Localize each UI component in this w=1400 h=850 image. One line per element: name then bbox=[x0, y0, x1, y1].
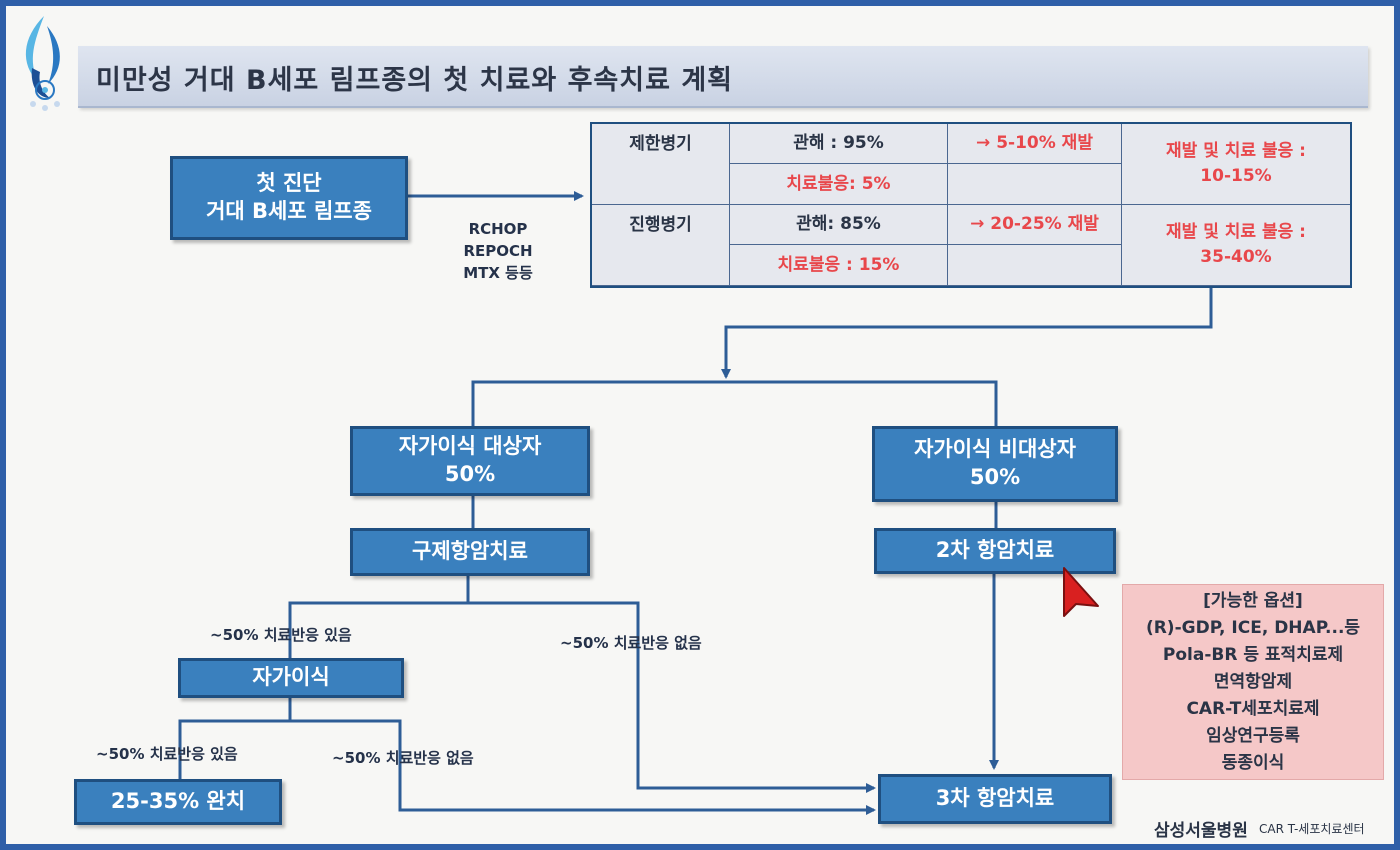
node-initial-diagnosis-line1: 첫 진단 bbox=[256, 171, 322, 196]
table-cell-refractory-advanced: 치료불응 : 15% bbox=[730, 245, 948, 286]
table-cell-refractory-limited: 치료불응: 5% bbox=[730, 164, 948, 205]
option-item-targeted: Pola-BR 등 표적치료제 bbox=[1162, 644, 1344, 665]
regimen-mtx: MTX 등등 bbox=[463, 264, 533, 282]
table-cell-relapse-advanced: → 20-25% 재발 bbox=[948, 205, 1122, 245]
node-asct-eligible: 자가이식 대상자 50% bbox=[350, 426, 590, 496]
arrow-asct-no-response bbox=[290, 719, 876, 815]
options-title: [가능한 옵션] bbox=[1203, 590, 1303, 611]
node-asct-ineligible-line2: 50% bbox=[969, 465, 1021, 489]
table-cell-remission-advanced: 관해: 85% bbox=[730, 205, 948, 245]
option-item-chemo: (R)-GDP, ICE, DHAP...등 bbox=[1145, 617, 1361, 638]
first-line-regimens: RCHOP REPOCH MTX 등등 bbox=[436, 218, 560, 284]
hospital-flame-logo-icon bbox=[25, 16, 60, 111]
flow-connectors bbox=[178, 191, 1213, 815]
node-asct-eligible-line1: 자가이식 대상자 bbox=[398, 434, 542, 459]
options-box: [가능한 옵션] (R)-GDP, ICE, DHAP...등 Pola-BR … bbox=[1122, 584, 1384, 780]
label-salvage-response-no: ~50% 치료반응 없음 bbox=[560, 634, 702, 652]
arrow-salvage-no-response bbox=[468, 601, 876, 793]
node-initial-diagnosis: 첫 진단 거대 B세포 림프종 bbox=[170, 156, 408, 240]
table-cell-total-advanced-line2: 35-40% bbox=[1200, 247, 1272, 267]
line-split-branches bbox=[471, 380, 998, 426]
slide: 미만성 거대 B세포 림프종의 첫 치료와 후속치료 계획 첫 진단 거대 B세… bbox=[6, 6, 1394, 844]
option-item-immunotherapy: 면역항암제 bbox=[1213, 671, 1293, 692]
table-cell-empty-limited bbox=[948, 164, 1122, 205]
footer-hospital-name: 삼성서울병원 bbox=[1154, 821, 1248, 841]
stage-outcome-table: 제한병기 관해 : 95% 치료불응: 5% → 5-10% 재발 진행병기 관… bbox=[590, 122, 1352, 288]
table-cell-total-advanced: 재발 및 치료 불응 : 35-40% bbox=[1122, 205, 1350, 286]
node-second-line: 2차 항암치료 bbox=[874, 528, 1116, 574]
page-title: 미만성 거대 B세포 림프종의 첫 치료와 후속치료 계획 bbox=[96, 65, 734, 96]
line-asct-branches bbox=[178, 698, 292, 779]
table-cell-remission-limited: 관해 : 95% bbox=[730, 124, 948, 164]
node-complete-cure: 25-35% 완치 bbox=[74, 779, 282, 825]
label-salvage-response-yes: ~50% 치료반응 있음 bbox=[210, 626, 352, 644]
table-cell-stage-advanced: 진행병기 bbox=[592, 205, 730, 286]
regimen-rchop: RCHOP bbox=[468, 220, 528, 238]
line-salvage-branches bbox=[288, 576, 470, 658]
label-asct-response-yes: ~50% 치료반응 있음 bbox=[96, 745, 238, 763]
arrow-table-to-split bbox=[721, 288, 1213, 379]
node-initial-diagnosis-line2: 거대 B세포 림프종 bbox=[206, 199, 372, 223]
table-cell-total-limited: 재발 및 치료 불응 : 10-15% bbox=[1122, 124, 1350, 205]
footer-center-name: CAR T-세포치료센터 bbox=[1259, 822, 1365, 836]
node-asct-ineligible-line1: 자가이식 비대상자 bbox=[914, 437, 1076, 462]
table-cell-relapse-limited: → 5-10% 재발 bbox=[948, 124, 1122, 164]
pointer-cursor-icon bbox=[1063, 567, 1099, 617]
node-asct: 자가이식 bbox=[178, 658, 404, 698]
title-bar: 미만성 거대 B세포 림프종의 첫 치료와 후속치료 계획 bbox=[78, 46, 1368, 108]
table-cell-total-limited-line2: 10-15% bbox=[1200, 166, 1272, 186]
node-salvage-chemo: 구제항암치료 bbox=[350, 528, 590, 576]
table-cell-stage-limited: 제한병기 bbox=[592, 124, 730, 205]
table-cell-total-advanced-line1: 재발 및 치료 불응 : bbox=[1166, 222, 1306, 243]
option-item-clinical-trial: 임상연구등록 bbox=[1206, 725, 1300, 746]
table-cell-empty-advanced bbox=[948, 245, 1122, 286]
node-third-line: 3차 항암치료 bbox=[878, 774, 1112, 824]
label-asct-response-no: ~50% 치료반응 없음 bbox=[332, 749, 474, 767]
node-asct-ineligible: 자가이식 비대상자 50% bbox=[872, 426, 1118, 502]
node-asct-eligible-line2: 50% bbox=[444, 462, 496, 486]
option-item-car-t: CAR-T세포치료제 bbox=[1186, 698, 1320, 719]
table-cell-total-limited-line1: 재발 및 치료 불응 : bbox=[1166, 141, 1306, 162]
regimen-repoch: REPOCH bbox=[463, 242, 533, 260]
option-item-allo-transplant: 동종이식 bbox=[1221, 752, 1285, 773]
